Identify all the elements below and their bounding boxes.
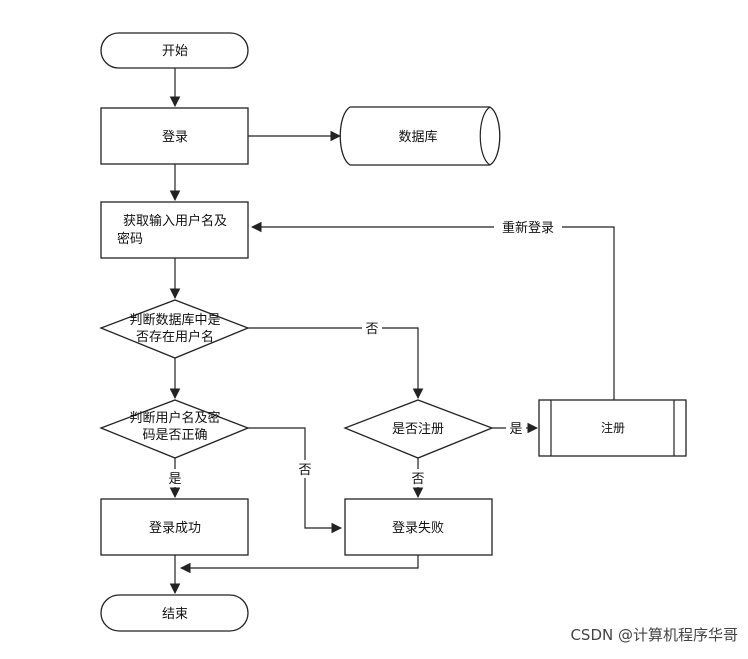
node-end-label: 结束	[162, 607, 188, 622]
edges	[169, 68, 615, 595]
csdn-watermark: CSDN @计算机程序华哥	[570, 626, 738, 644]
node-check-user: 判断数据库中是 否存在用户名	[99, 299, 250, 359]
node-check-register: 是否注册	[343, 399, 494, 459]
node-register: 注册	[538, 399, 687, 457]
edge-register-input	[250, 221, 615, 400]
edge-checkuser-checkregister	[248, 327, 424, 400]
node-get-input-label-2: 密码	[117, 231, 143, 247]
node-database: 数据库	[339, 106, 501, 166]
node-get-input: 获取输入用户名及 密码	[100, 201, 249, 259]
node-check-user-label-2: 否存在用户名	[136, 329, 214, 345]
node-check-pwd-label-1: 判断用户名及密	[129, 410, 220, 426]
node-login-success: 登录成功	[100, 498, 249, 556]
edge-label-no-user: 否	[365, 322, 378, 337]
node-end: 结束	[100, 594, 249, 632]
node-start: 开始	[100, 32, 249, 69]
node-get-input-label-1: 获取输入用户名及	[123, 213, 227, 229]
node-check-register-label: 是否注册	[392, 422, 444, 437]
node-login: 登录	[100, 107, 249, 165]
node-check-pwd: 判断用户名及密 码是否正确	[99, 399, 250, 459]
edge-label-pwd-yes: 是	[168, 472, 181, 487]
edge-checkpwd-fail	[248, 427, 343, 534]
node-database-label: 数据库	[398, 129, 437, 145]
node-login-fail: 登录失败	[344, 498, 493, 556]
node-start-label: 开始	[162, 44, 188, 59]
node-login-fail-label: 登录失败	[392, 521, 444, 536]
node-login-label: 登录	[162, 130, 188, 145]
node-login-success-label: 登录成功	[149, 521, 201, 536]
node-register-label: 注册	[601, 420, 625, 435]
edge-labels: 重新登录 否 是 否 是 否	[165, 218, 562, 487]
edge-fail-merge	[179, 555, 419, 574]
edge-label-no-register: 否	[411, 472, 424, 487]
edge-label-relogin: 重新登录	[502, 220, 554, 236]
edge-label-yes-register: 是	[509, 422, 522, 437]
node-check-user-label-1: 判断数据库中是	[129, 312, 220, 328]
node-check-pwd-label-2: 码是否正确	[142, 428, 207, 443]
edge-label-pwd-no: 否	[298, 463, 311, 478]
